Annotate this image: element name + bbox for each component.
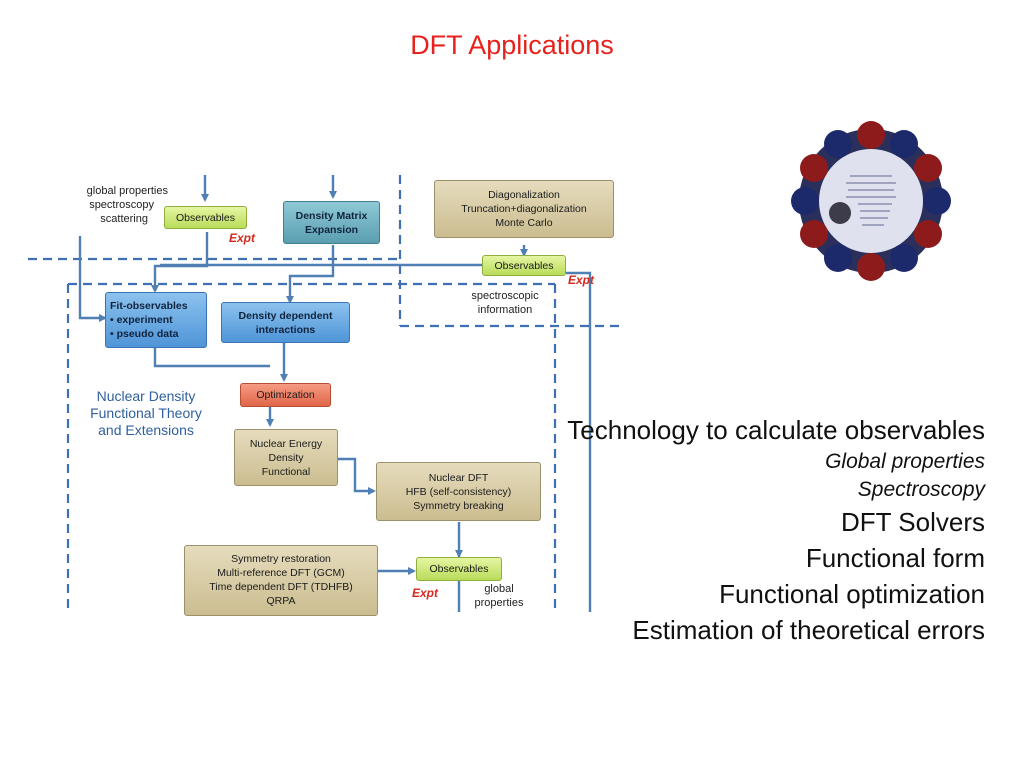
global-properties-label-bottom: global properties [466,582,532,610]
global-properties-item: Global properties [825,450,985,473]
diagonalization-box: Diagonalization Truncation+diagonalizati… [434,180,614,238]
density-dependent-line-1: Density dependent [238,309,333,322]
collaboration-logo-ring-icon [791,121,951,281]
spectroscopy-item: Spectroscopy [857,478,985,501]
global-properties-label-top: global properties spectroscopy scatterin… [66,184,168,226]
nuclear-dft-line-3: Symmetry breaking [413,499,504,512]
fit-observables-line-3: • pseudo data [110,328,179,340]
diagonalization-line-1: Diagonalization [488,189,560,201]
nuclear-edf-line-3: Functional [261,465,311,478]
dft-solvers-item: DFT Solvers [841,507,985,537]
observables-box-label: Observables [494,259,554,272]
global-bottom-line-2: properties [474,597,524,609]
nuclear-dft-line-2: HFB (self-consistency) [405,485,512,498]
observables-box-label: Observables [429,563,489,575]
observables-box-top-left: Observables [164,206,247,229]
observables-box-label: Observables [176,211,235,224]
symmetry-restoration-line-2: Multi-reference DFT (GCM) [217,567,345,579]
observables-box-top-right: Observables [482,255,566,276]
diagonalization-line-3: Monte Carlo [495,217,553,229]
nuclear-edf-line-2: Density [268,451,304,464]
nuclear-theory-line-2: Functional Theory [90,405,202,421]
nuclear-theory-line-1: Nuclear Density [96,388,196,404]
nuclear-dft-line-1: Nuclear DFT [428,471,489,484]
density-dependent-line-2: interactions [255,323,316,336]
optimization-box: Optimization [240,383,331,407]
spectroscopic-line-2: information [477,304,533,316]
global-top-line-3: scattering [100,213,148,225]
technology-heading: Technology to calculate observables [567,415,985,445]
symmetry-restoration-line-3: Time dependent DFT (TDHFB) [209,581,353,593]
nuclear-density-functional-theory-label: Nuclear Density Functional Theory and Ex… [76,388,216,439]
symmetry-restoration-box: Symmetry restoration Multi-reference DFT… [184,545,378,616]
global-bottom-line-1: global [484,583,514,595]
expt-label-3: Expt [412,586,439,600]
optimization-label: Optimization [256,389,315,401]
global-top-line-1: global properties [86,185,168,197]
observables-box-bottom: Observables [416,557,502,581]
functional-form-item: Functional form [805,543,985,573]
theoretical-errors-item: Estimation of theoretical errors [632,615,985,645]
diagonalization-line-2: Truncation+diagonalization [461,203,587,215]
density-dependent-box: Density dependent interactions [221,302,350,343]
spectroscopic-line-1: spectroscopic [471,290,539,302]
nuclear-dft-box: Nuclear DFT HFB (self-consistency) Symme… [376,462,541,521]
density-matrix-box: Density Matrix Expansion [283,201,380,244]
functional-optimization-item: Functional optimization [719,579,985,609]
fit-observables-line-2: • experiment [110,314,173,326]
expt-label-1: Expt [229,231,256,245]
dashed-region-lines [28,175,625,612]
spectroscopic-information-label: spectroscopic information [460,289,550,317]
density-matrix-line-2: Expansion [304,223,359,236]
expt-label-2: Expt [568,273,595,287]
fit-observables-box: Fit-observables • experiment • pseudo da… [105,292,207,348]
global-top-line-2: spectroscopy [89,199,154,211]
symmetry-restoration-line-4: QRPA [266,595,296,607]
nuclear-theory-line-3: and Extensions [98,422,194,438]
nuclear-edf-box: Nuclear Energy Density Functional [234,429,338,486]
fit-observables-line-1: Fit-observables [110,300,188,312]
right-text-block: Technology to calculate observables Glob… [567,412,985,648]
flow-arrows [78,175,592,612]
symmetry-restoration-line-1: Symmetry restoration [231,553,331,565]
slide-title: DFT Applications [410,30,614,60]
nuclear-edf-line-1: Nuclear Energy [249,437,323,450]
density-matrix-line-1: Density Matrix [295,209,368,222]
